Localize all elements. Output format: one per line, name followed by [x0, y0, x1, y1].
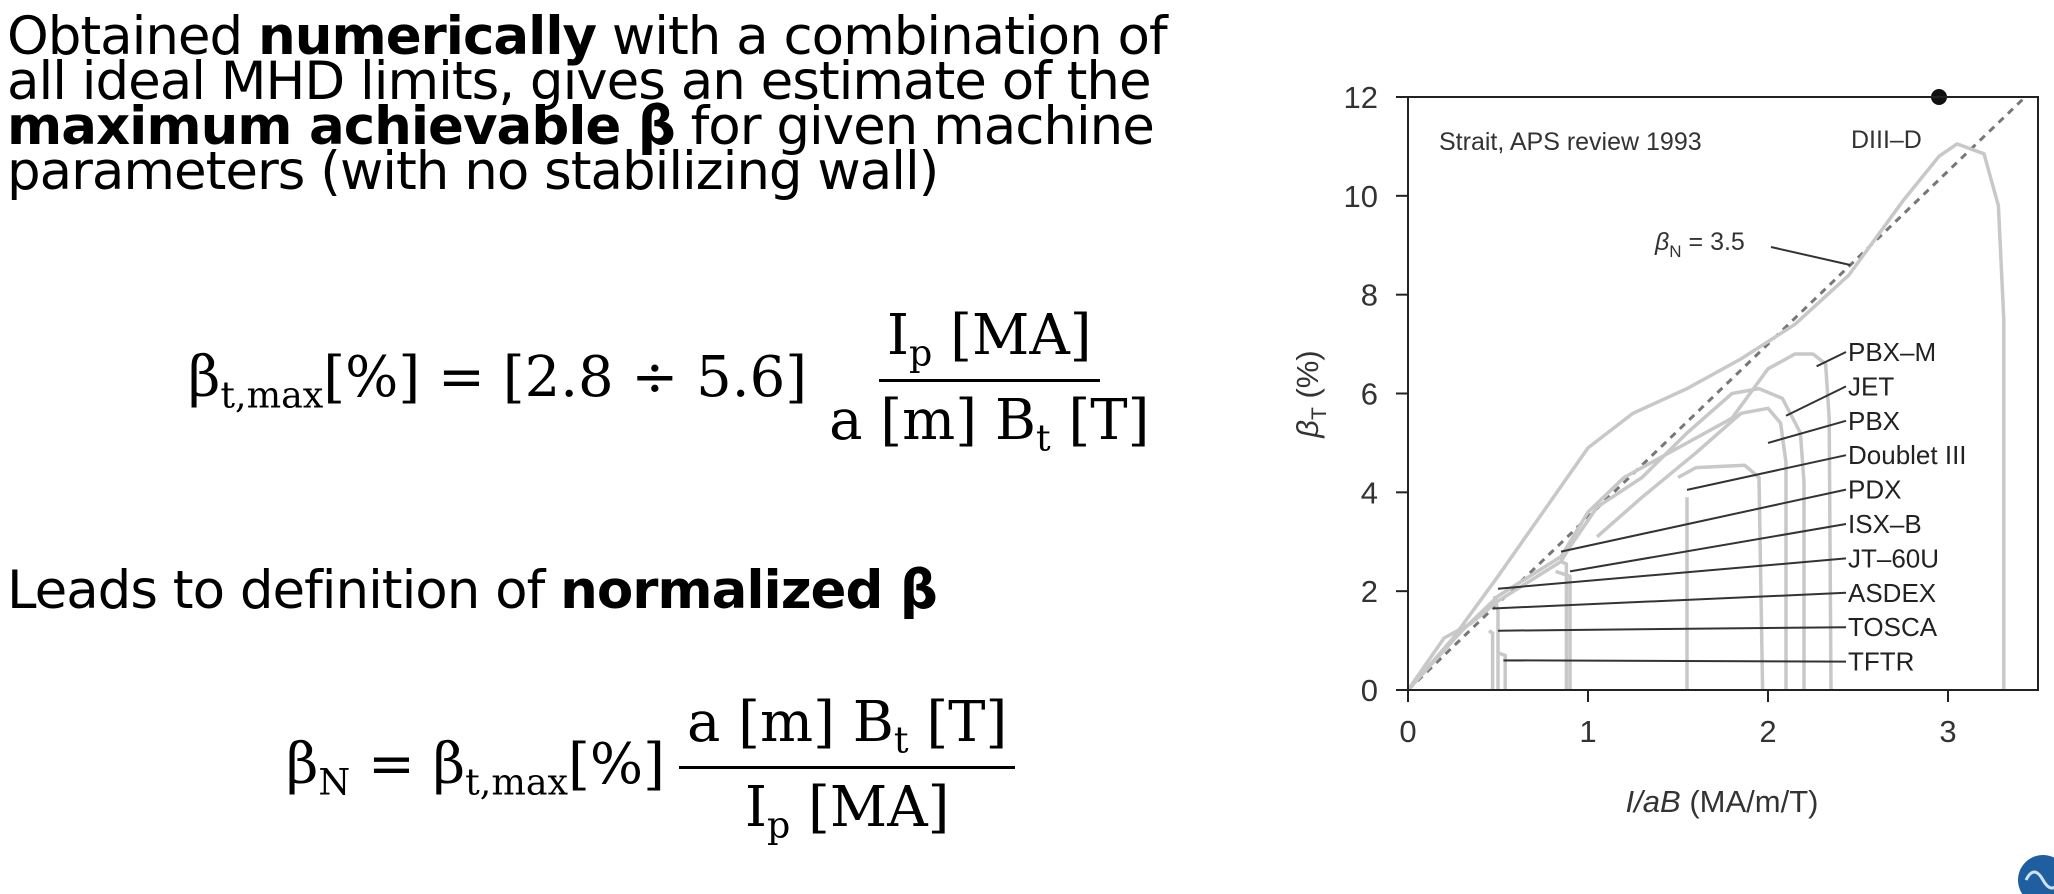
curve-pbx-m	[1406, 352, 1833, 692]
x-axis-label: I/aB (MA/m/T)	[1626, 784, 1819, 819]
normalized-beta-bold: normalized β	[560, 560, 938, 621]
curve-pbx	[1595, 406, 1788, 690]
leader-tosca	[1497, 626, 1847, 632]
eq1-numerator: Ip [MA]	[878, 303, 1100, 382]
label-jt-60u: JT–60U	[1848, 543, 1939, 573]
beta-n-leader	[1770, 246, 1851, 266]
beta-n-equation: βN = βt,max[%] a [m] Bt [T] Ip [MA]	[286, 690, 1016, 847]
intro-bold-max-beta: maximum achievable β	[7, 96, 676, 157]
y-tick-label: 10	[1344, 179, 1378, 214]
eq1-fraction: Ip [MA] a [m] Bt [T]	[821, 303, 1157, 459]
x-tick-label: 2	[1759, 714, 1776, 749]
y-tick-label: 0	[1361, 673, 1378, 708]
label-pdx: PDX	[1848, 475, 1901, 505]
curve-jet	[1559, 386, 1806, 690]
curve-asdex	[1492, 595, 1500, 690]
curve-jt-60u	[1555, 569, 1572, 690]
intro-text-1: Obtained	[7, 6, 259, 67]
curve-tosca	[1488, 629, 1495, 690]
institute-logo-icon	[2018, 855, 2054, 894]
x-tick-label: 3	[1939, 714, 1956, 749]
leader-jt-60u	[1497, 557, 1847, 590]
plot-frame	[1407, 96, 2039, 691]
y-tick-label: 12	[1344, 80, 1378, 115]
curve-doublet-iii	[1677, 463, 1765, 691]
curve-diii-d	[1406, 142, 2006, 692]
curve-tftr	[1497, 651, 1507, 690]
x-tick-label: 0	[1399, 714, 1416, 749]
y-tick-label: 8	[1361, 278, 1378, 313]
leader-asdex	[1492, 591, 1847, 610]
leader-jet	[1785, 385, 1847, 417]
beta-max-equation: βt,max[%] = [2.8 ÷ 5.6] Ip [MA] a [m] Bt…	[188, 303, 1157, 459]
label-pbx-m: PBX–M	[1848, 337, 1936, 367]
label-pbx: PBX	[1848, 406, 1900, 436]
leader-doublet-iii	[1686, 454, 1847, 491]
label-doublet-iii: Doublet III	[1848, 440, 1967, 470]
eq2-numerator: a [m] Bt [T]	[678, 690, 1016, 769]
curve-isx-b	[1560, 559, 1569, 690]
eq2-denominator: Ip [MA]	[744, 774, 950, 847]
leader-tftr	[1503, 659, 1847, 663]
y-axis-label: βT (%)	[1290, 350, 1331, 438]
eq2-lhs: βN = βt,max[%]	[286, 732, 665, 804]
beta-n-label: βN = 3.5	[1654, 228, 1745, 261]
eq2-fraction: a [m] Bt [T] Ip [MA]	[678, 690, 1016, 847]
eq1-lhs: βt,max[%] = [2.8 ÷ 5.6]	[188, 345, 808, 417]
y-tick-label: 2	[1361, 574, 1378, 609]
label-isx-b: ISX–B	[1848, 509, 1922, 539]
leader-pbx-m	[1816, 351, 1847, 368]
y-tick-label: 6	[1361, 377, 1378, 412]
curve-extra-11	[1406, 560, 1562, 691]
label-asdex: ASDEX	[1848, 578, 1936, 608]
intro-paragraph: Obtained numerically with a combination …	[7, 10, 1237, 198]
chart-title: Strait, APS review 1993	[1439, 128, 1702, 156]
chart-leader-lines: PBX–M JET PBX Doublet III PDX ISX–B JT–60U ASDE…	[1492, 246, 1967, 677]
diii-d-label: DIII–D	[1851, 126, 1922, 154]
chart-curves	[1406, 89, 2027, 692]
leader-isx-b	[1569, 523, 1847, 573]
intro-bold-numerically: numerically	[258, 6, 597, 67]
intro-text-3: for given machine parameters (with no st…	[7, 96, 1155, 202]
eq1-denominator: a [m] Bt [T]	[829, 387, 1150, 460]
intro-text-2: with a combination of all ideal MHD limi…	[7, 6, 1168, 112]
normalized-beta-line: Leads to definition of normalized β	[7, 560, 938, 621]
label-tosca: TOSCA	[1848, 612, 1938, 642]
y-tick-label: 4	[1361, 475, 1378, 510]
label-tftr: TFTR	[1848, 647, 1914, 677]
x-tick-label: 1	[1579, 714, 1596, 749]
label-jet: JET	[1848, 371, 1894, 401]
leader-pbx	[1767, 419, 1847, 444]
leader-pdx	[1560, 488, 1847, 553]
